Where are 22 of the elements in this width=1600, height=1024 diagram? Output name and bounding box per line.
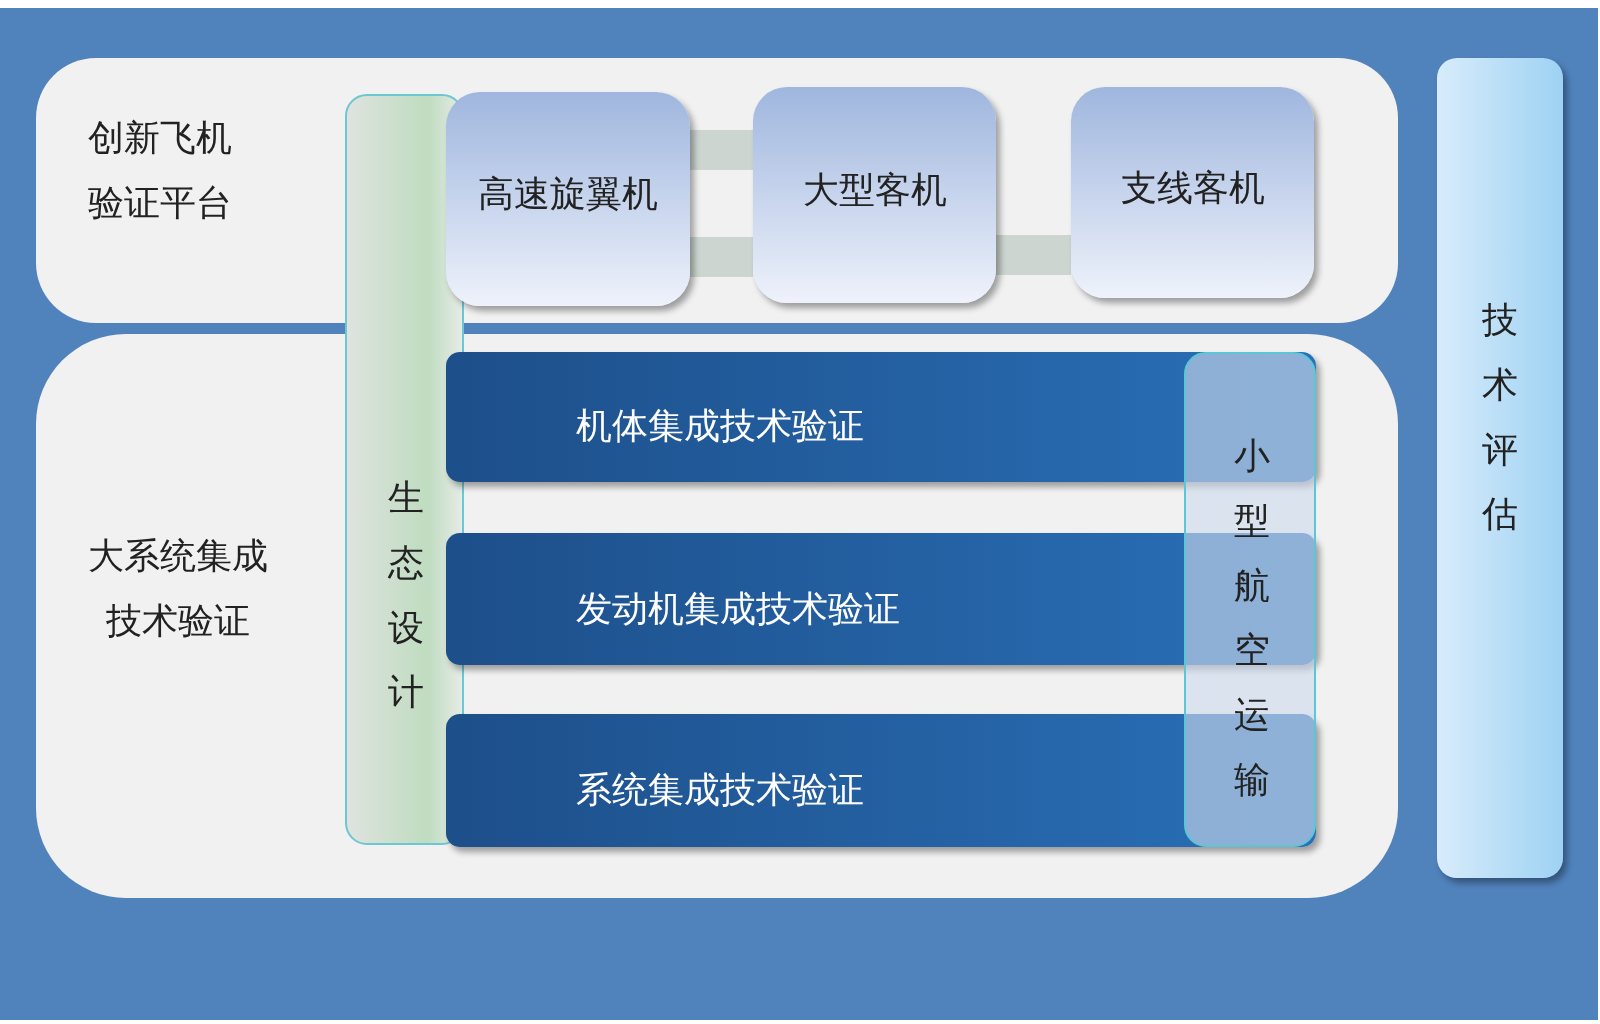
platform-panel bbox=[36, 58, 1398, 323]
validation-band bbox=[446, 352, 1316, 482]
integration-panel bbox=[36, 334, 1398, 898]
band-label: 机体集成技术验证 bbox=[576, 404, 864, 448]
vertical-label: 小型航空运输 bbox=[1234, 434, 1270, 802]
transport-bar bbox=[1184, 352, 1316, 847]
box-label: 支线客机 bbox=[1119, 165, 1266, 210]
connector-bar bbox=[690, 130, 753, 170]
aircraft-box bbox=[446, 92, 690, 306]
panel-heading: 创新飞机验证平台 bbox=[88, 116, 233, 225]
aircraft-box bbox=[753, 87, 996, 303]
panel-heading: 大系统集成技术验证 bbox=[87, 534, 269, 643]
vertical-label: 技术评估 bbox=[1482, 298, 1518, 537]
assessment-bar bbox=[1437, 58, 1563, 878]
connector-bar bbox=[996, 235, 1071, 275]
connector-bar bbox=[690, 237, 753, 277]
band-label: 发动机集成技术验证 bbox=[576, 587, 900, 631]
box-label: 高速旋翼机 bbox=[477, 171, 659, 216]
box-label: 大型客机 bbox=[801, 167, 948, 212]
band-label: 系统集成技术验证 bbox=[576, 768, 864, 812]
vertical-label: 生态设计 bbox=[388, 476, 424, 715]
aircraft-box bbox=[1071, 87, 1314, 298]
